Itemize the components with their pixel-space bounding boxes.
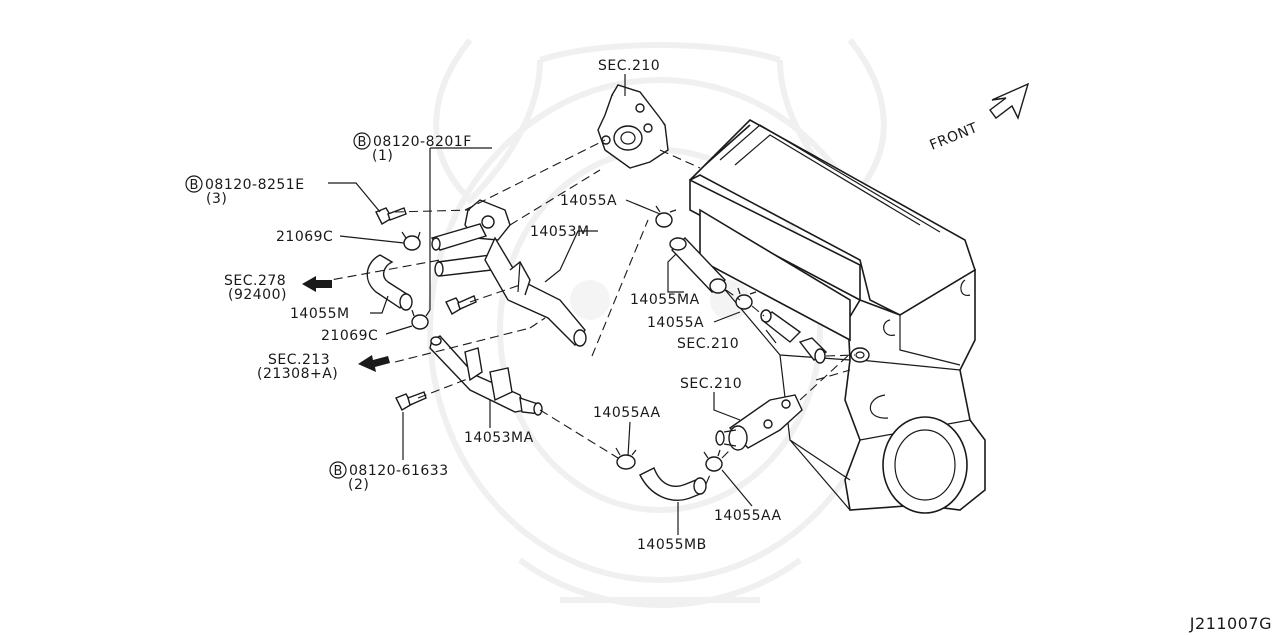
arrow-sec278 xyxy=(302,276,332,292)
label-hose-14055m: 14055M xyxy=(290,306,350,322)
bolt-08120-61633 xyxy=(395,391,427,411)
label-clamp-21069c-lower: 21069C xyxy=(321,328,378,344)
label-bolt-61633-qty: (2) xyxy=(348,477,369,493)
water-pipe-14053m xyxy=(430,199,587,347)
label-sec210-top: SEC.210 xyxy=(598,58,660,74)
label-sec210-low: SEC.210 xyxy=(680,376,742,392)
leader-lines xyxy=(328,74,777,535)
water-pipe-14053ma xyxy=(429,335,543,416)
label-clamp-14055a-upper: 14055A xyxy=(560,193,617,209)
svg-text:B: B xyxy=(334,464,343,479)
label-hose-14055mb: 14055MB xyxy=(637,537,707,553)
engine-block xyxy=(689,119,986,514)
label-hose-14055ma: 14055MA xyxy=(630,292,700,308)
svg-text:B: B xyxy=(190,178,199,193)
arrow-sec213 xyxy=(358,355,390,372)
fitting-sec210-low xyxy=(715,394,803,451)
label-clamp-14055aa-left: 14055AA xyxy=(593,405,661,421)
label-clamp-14055aa-right: 14055AA xyxy=(714,508,782,524)
label-sec278: SEC.278 xyxy=(224,273,286,289)
label-sec210-mid: SEC.210 xyxy=(677,336,739,352)
clamp-21069c-upper xyxy=(401,231,421,251)
thermostat-housing-top xyxy=(597,84,669,169)
label-front: FRONT xyxy=(928,120,981,154)
hose-14055m xyxy=(366,254,413,311)
label-sec213-sub: (21308+A) xyxy=(257,366,338,382)
bolt-08120-8201f xyxy=(445,295,477,315)
label-bolt-8201f-qty: (1) xyxy=(372,148,393,164)
label-pipe-14053m: 14053M xyxy=(530,224,590,240)
bolt-marker-8201f: B xyxy=(353,132,371,150)
label-clamp-21069c-upper: 21069C xyxy=(276,229,333,245)
label-sec213: SEC.213 xyxy=(268,352,330,368)
clamp-14055aa-left xyxy=(615,447,637,470)
hose-14055ma xyxy=(669,237,727,294)
assembly-lines xyxy=(319,139,856,485)
clamp-14055aa-right xyxy=(703,449,723,472)
clamp-14055a-upper xyxy=(655,205,677,228)
fitting-sec210-mid xyxy=(760,309,828,364)
label-clamp-14055a-lower: 14055A xyxy=(647,315,704,331)
bolt-marker-61633: B xyxy=(329,461,347,479)
label-pipe-14053ma: 14053MA xyxy=(464,430,534,446)
label-sec278-sub: (92400) xyxy=(228,287,287,303)
clamp-14055a-lower xyxy=(735,287,757,310)
bolt-marker-8251e: B xyxy=(185,175,203,193)
label-bolt-61633: 08120-61633 xyxy=(349,463,449,479)
label-bolt-8251e: 08120-8251E xyxy=(205,177,305,193)
diagram-code: J211007G xyxy=(1189,614,1272,633)
label-bolt-8251e-qty: (3) xyxy=(206,191,227,207)
clamp-21069c-lower xyxy=(411,309,431,330)
label-bolt-8201f: 08120-8201F xyxy=(373,134,472,150)
front-direction-arrow xyxy=(989,82,1030,120)
hose-14055mb xyxy=(639,467,707,501)
svg-text:B: B xyxy=(358,135,367,150)
bolt-08120-8251e xyxy=(375,207,407,225)
